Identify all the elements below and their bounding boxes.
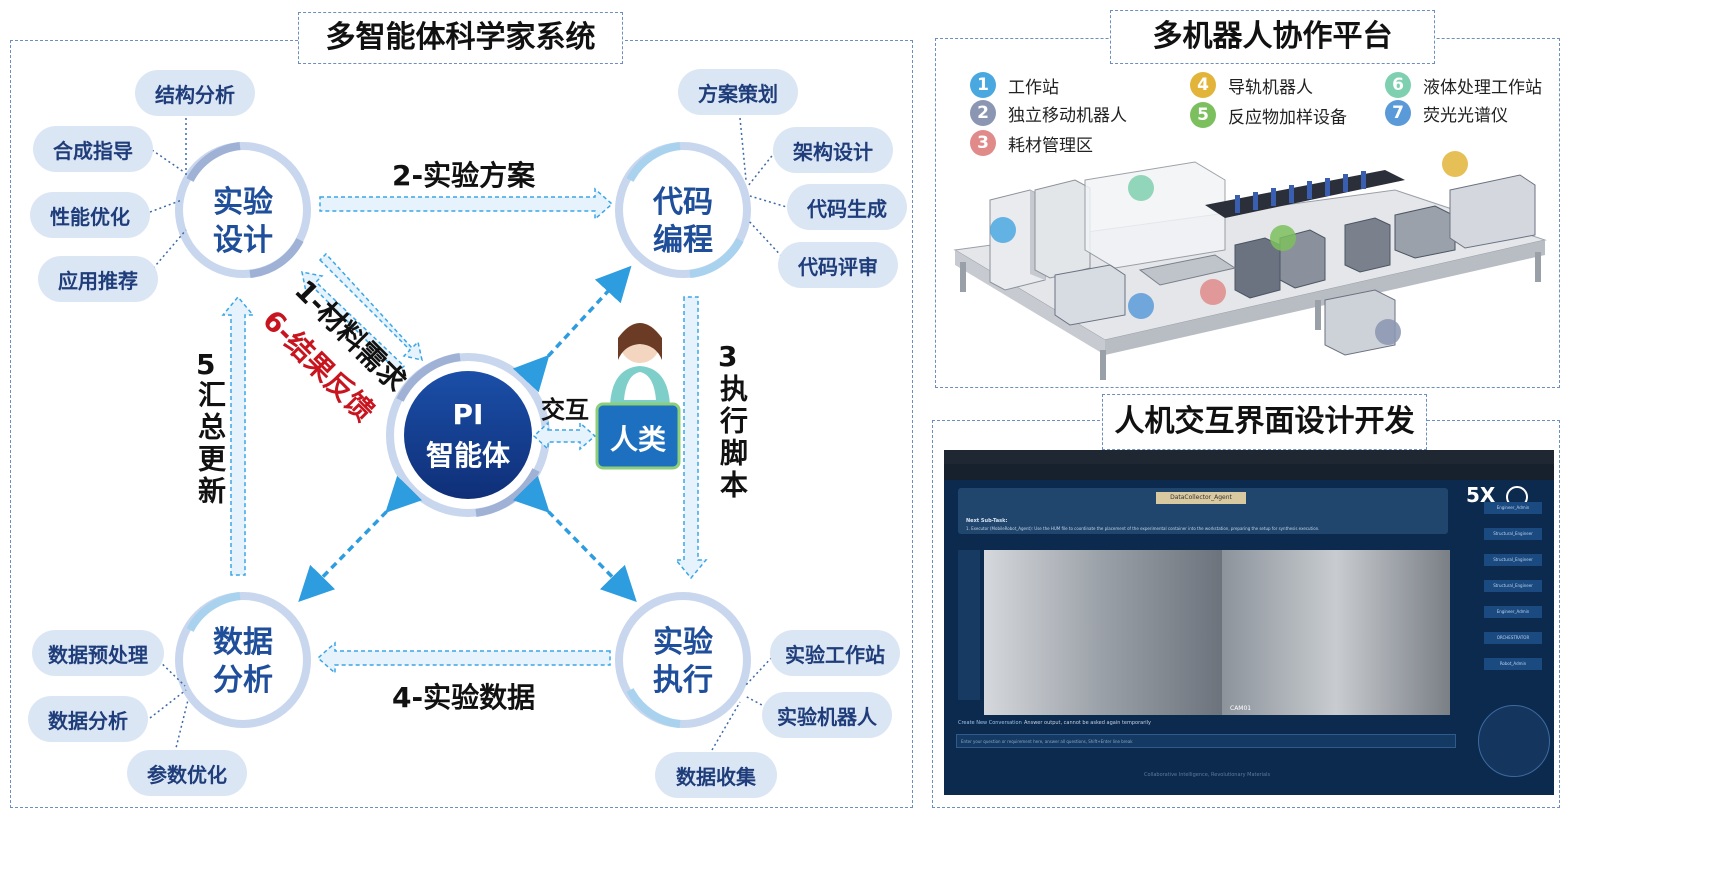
edge-4-label: 4-实验数据: [392, 681, 536, 714]
robot-platform-title: 多机器人协作平台: [1110, 10, 1435, 64]
footer-text: Collaborative Intelligence, Revolutionar…: [1144, 772, 1271, 778]
interact-label: 交互: [541, 396, 589, 424]
agent-node-1: Structural_Engineer: [1484, 528, 1542, 540]
legend-3: 3 耗材管理区: [970, 130, 1093, 156]
legend-1-label: 工作站: [1008, 77, 1059, 98]
cam-label: CAM01: [1230, 705, 1252, 712]
node-design: 实验 设计: [213, 185, 273, 258]
legend-1-num: 1: [970, 72, 996, 98]
pill-performance-opt: 性能优化: [30, 192, 150, 238]
legend-6: 6 液体处理工作站: [1385, 72, 1542, 98]
pill-application-rec: 应用推荐: [38, 256, 158, 302]
edge-5-text: 汇总更新: [194, 380, 227, 508]
legend-1: 1 工作站: [970, 72, 1059, 98]
edge-5-num: 5: [196, 348, 216, 381]
pill-plan: 方案策划: [678, 69, 798, 115]
hci-screenshot: 5X DataCollector_Agent Next Sub-Task: 1.…: [944, 450, 1554, 795]
node-analysis: 数据 分析: [213, 625, 273, 698]
agent-header: DataCollector_Agent: [1156, 492, 1246, 504]
lab-platform-illustration: [953, 151, 1547, 380]
browser-bar: [944, 450, 1554, 464]
legend-7-label: 荧光光谱仪: [1423, 105, 1508, 126]
hci-title: 人机交互界面设计开发: [1102, 394, 1427, 450]
legend-2-label: 独立移动机器人: [1008, 105, 1127, 126]
multi-agent-title: 多智能体科学家系统: [298, 12, 623, 64]
pill-code-gen: 代码生成: [787, 184, 907, 230]
pill-workstation: 实验工作站: [770, 630, 900, 676]
agent-node-6: Robot_Admin: [1484, 658, 1542, 670]
pi-agent-label: 智能体: [425, 439, 510, 472]
legend-7-num: 7: [1385, 100, 1411, 126]
question-input[interactable]: Enter your question or requirement here,…: [956, 734, 1456, 748]
subtask-text: 1. Executor (MobileRobot_Agent): Use the…: [966, 526, 1320, 531]
legend-2: 2 独立移动机器人: [970, 100, 1127, 126]
pill-synthesis-guide: 合成指导: [33, 126, 153, 172]
camera-view-1: [984, 550, 1222, 715]
legend-6-label: 液体处理工作站: [1423, 77, 1542, 98]
create-conversation-button[interactable]: Create New Conversation: [958, 720, 1022, 726]
pill-param-opt: 参数优化: [127, 750, 247, 796]
pill-code-review: 代码评审: [778, 242, 898, 288]
pill-structure-analysis: 结构分析: [135, 70, 255, 116]
legend-3-label: 耗材管理区: [1008, 135, 1093, 156]
pill-robot: 实验机器人: [762, 692, 892, 738]
agent-node-0: Engineer_Admin: [1484, 502, 1542, 514]
chat-row: [958, 550, 980, 700]
pi-label: PI: [452, 398, 484, 431]
pill-preprocess: 数据预处理: [32, 630, 164, 676]
node-execution: 实验 执行: [653, 625, 713, 698]
node-coding: 代码 编程: [653, 185, 713, 258]
legend-5: 5 反应物加样设备: [1190, 102, 1347, 128]
legend-5-label: 反应物加样设备: [1228, 107, 1347, 128]
pill-data-analysis: 数据分析: [28, 696, 148, 742]
agent-node-5: ORCHESTRATOR: [1484, 632, 1542, 644]
legend-4-num: 4: [1190, 72, 1216, 98]
edge-2-label: 2-实验方案: [392, 159, 536, 192]
agent-node-3: Structural_Engineer: [1484, 580, 1542, 592]
human-label: 人类: [609, 423, 666, 456]
pill-data-collect: 数据收集: [655, 752, 777, 798]
subtask-label: Next Sub-Task:: [966, 518, 1008, 524]
legend-7: 7 荧光光谱仪: [1385, 100, 1508, 126]
edge-3-text: 执行脚本: [716, 374, 749, 502]
legend-4-label: 导轨机器人: [1228, 77, 1313, 98]
camera-view-2: [1222, 550, 1450, 715]
legend-5-num: 5: [1190, 102, 1216, 128]
agent-node-4: Engineer_Admin: [1484, 606, 1542, 618]
robot-control-pad[interactable]: [1478, 705, 1550, 777]
agent-node-2: Structural_Engineer: [1484, 554, 1542, 566]
legend-4: 4 导轨机器人: [1190, 72, 1313, 98]
legend-2-num: 2: [970, 100, 996, 126]
edge-3-num: 3: [718, 340, 738, 373]
legend-6-num: 6: [1385, 72, 1411, 98]
status-text: Answer output, cannot be asked again tem…: [1024, 720, 1152, 726]
legend-3-num: 3: [970, 130, 996, 156]
browser-tabbar: [944, 464, 1554, 480]
pill-architecture: 架构设计: [773, 127, 893, 173]
